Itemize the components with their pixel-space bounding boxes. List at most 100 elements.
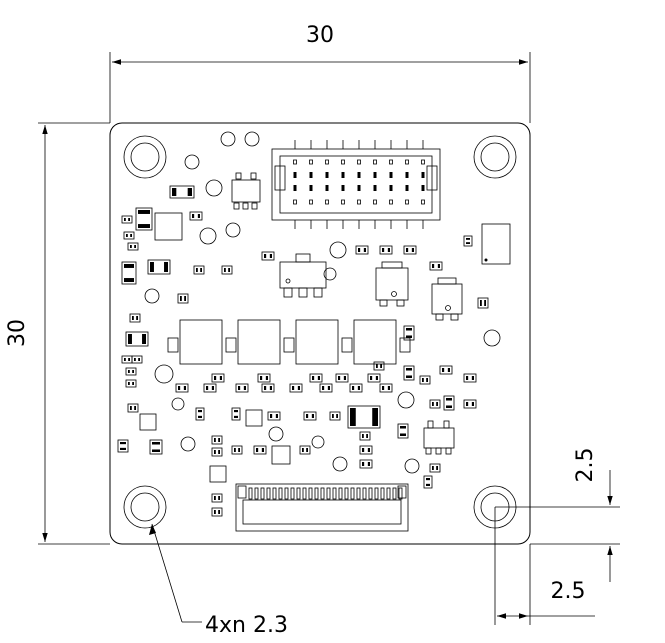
smd-terminal xyxy=(382,386,385,390)
header-pin-pad xyxy=(421,159,425,165)
smd-terminal xyxy=(120,447,126,450)
header-pin-pad xyxy=(421,172,425,178)
fpc-pin xyxy=(314,487,319,500)
smd-terminal xyxy=(426,483,430,486)
smd-component xyxy=(125,379,137,388)
dimension-height-label: 30 xyxy=(5,319,30,347)
smd-terminal xyxy=(352,386,355,390)
fpc-pin xyxy=(368,487,373,500)
smd-component xyxy=(359,459,373,469)
round-component xyxy=(199,227,217,245)
round-component xyxy=(154,364,174,384)
smd-component xyxy=(477,297,489,309)
smd-terminal xyxy=(376,364,378,368)
smd-terminal xyxy=(312,376,315,380)
smd-terminal xyxy=(372,408,378,426)
header-pin-pad xyxy=(389,172,393,178)
smd-component xyxy=(403,365,415,381)
smd-terminal xyxy=(406,328,412,331)
smd-terminal xyxy=(366,434,368,438)
smd-terminal xyxy=(426,378,428,382)
fpc-pin xyxy=(380,487,385,500)
smd-component xyxy=(195,407,205,421)
qfn-ic xyxy=(154,212,183,241)
smd-component xyxy=(127,403,139,413)
smd-terminal xyxy=(214,450,216,454)
header-pin-pad xyxy=(309,159,313,165)
smd-component xyxy=(211,435,223,445)
smd-terminal xyxy=(187,188,192,196)
smd-component xyxy=(367,373,381,383)
smd-component xyxy=(211,493,223,503)
fpc-pin xyxy=(254,487,259,500)
smd-terminal xyxy=(196,268,198,272)
fpc-pin xyxy=(266,487,271,500)
smd-component xyxy=(267,411,281,421)
smd-terminal xyxy=(138,358,140,361)
smd-terminal xyxy=(214,496,216,500)
smd-component xyxy=(123,231,135,240)
dimension-height: 30 xyxy=(5,122,110,545)
square-component xyxy=(245,409,263,427)
smd-terminal xyxy=(306,414,309,418)
smd-terminal xyxy=(406,375,412,378)
smd-terminal xyxy=(400,433,406,436)
smd-terminal xyxy=(311,414,314,418)
inductors xyxy=(167,319,411,365)
header-connector xyxy=(271,148,441,221)
header-pin-pad xyxy=(325,185,329,191)
header-pin-pad xyxy=(357,172,361,178)
smd-component xyxy=(147,259,171,275)
smd-terminal xyxy=(150,262,154,272)
fpc-connector xyxy=(235,483,409,532)
header-pin-pad xyxy=(405,159,409,165)
header-pin-pad xyxy=(325,172,329,178)
fpc-pins xyxy=(248,487,403,500)
smd-component xyxy=(463,373,477,383)
dimension-vertical-offset-label: 2.5 xyxy=(573,448,598,483)
smd-terminal xyxy=(136,316,138,320)
round-component xyxy=(244,131,260,147)
smd-terminal xyxy=(432,402,434,406)
smd-terminal xyxy=(264,386,267,390)
smd-terminal xyxy=(219,376,222,380)
smd-component xyxy=(211,447,223,457)
sot-ic-right xyxy=(423,420,455,455)
round-component xyxy=(144,288,160,304)
smd-terminal xyxy=(214,376,217,380)
smd-terminal xyxy=(218,510,220,514)
smd-component xyxy=(189,211,203,221)
smd-terminal xyxy=(387,386,390,390)
dimension-hole-offset-horizontal: 2.5 xyxy=(494,507,595,625)
smd-terminal xyxy=(130,245,132,248)
smd-terminal xyxy=(128,334,132,344)
smd-terminal xyxy=(336,414,338,418)
smd-terminal xyxy=(426,478,430,481)
smd-terminal xyxy=(269,386,272,390)
smd-component xyxy=(329,411,341,421)
smd-terminal xyxy=(411,248,414,252)
smd-component xyxy=(349,383,363,393)
header-pin-pad xyxy=(341,172,345,178)
sot223-ic xyxy=(279,253,327,298)
smd-terminal xyxy=(224,268,226,272)
smd-terminal xyxy=(200,268,202,272)
smd-terminal xyxy=(206,386,209,390)
smd-terminal xyxy=(124,218,126,221)
smd-component xyxy=(429,463,441,473)
smd-component xyxy=(193,265,205,275)
board-outline xyxy=(109,122,531,545)
header-pin-pad xyxy=(389,185,393,191)
round-component xyxy=(323,267,337,281)
smd-terminal xyxy=(130,406,132,410)
dimension-width: 30 xyxy=(109,23,531,123)
smd-terminal xyxy=(382,248,385,252)
header-pin-pad xyxy=(341,199,345,205)
smd-terminal xyxy=(126,234,128,237)
smd-terminal xyxy=(172,188,177,196)
fpc-pin xyxy=(320,487,325,500)
square-component xyxy=(209,465,227,483)
smd-terminal xyxy=(332,414,334,418)
smd-terminal xyxy=(436,466,438,470)
crystal xyxy=(481,223,511,265)
